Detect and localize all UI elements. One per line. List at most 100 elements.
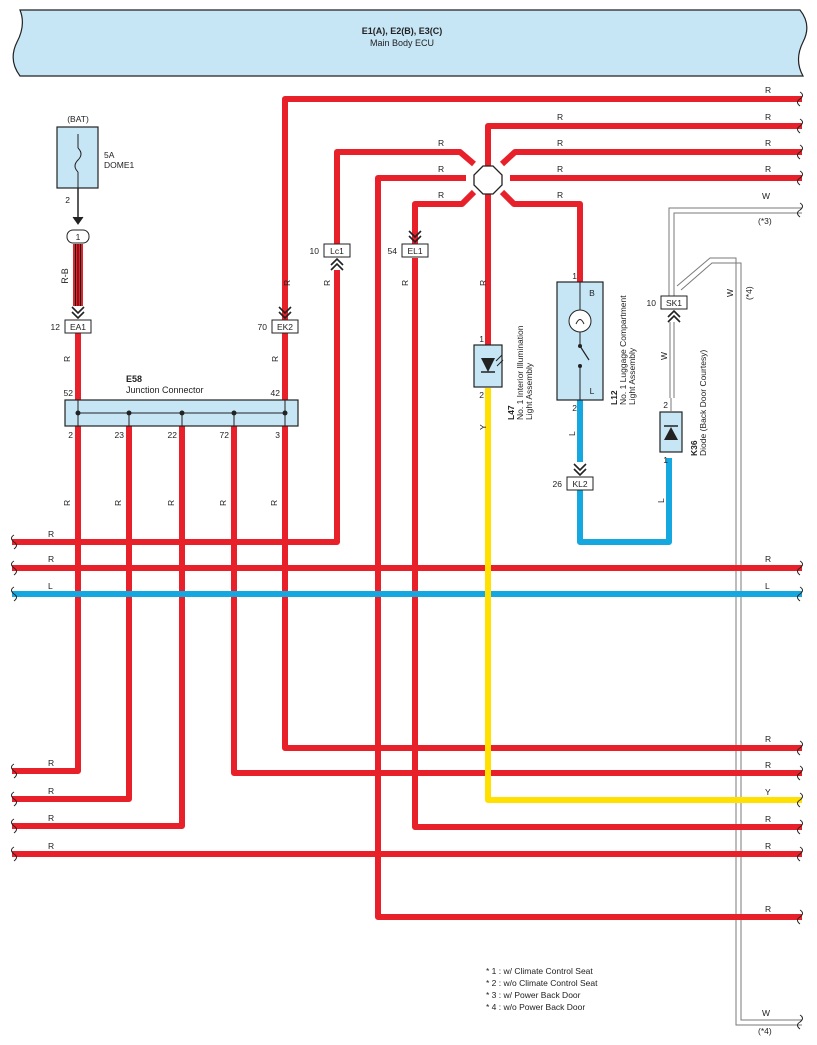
junction-code: E58 bbox=[126, 374, 142, 384]
chevron-down-icon bbox=[278, 306, 292, 320]
l12-code: L12 bbox=[609, 390, 619, 405]
chevron-down-icon bbox=[573, 463, 587, 477]
wire-label: R bbox=[48, 554, 54, 564]
chevron-up-icon bbox=[667, 309, 681, 323]
l47-name-line1: No. 1 Interior Illumination bbox=[515, 325, 525, 420]
wire-label: L bbox=[567, 431, 577, 436]
l47-code: L47 bbox=[506, 405, 516, 420]
connector-ea1: EA1 12 bbox=[51, 306, 92, 334]
l47-interior-light: 1 2 L47 No. 1 Interior Illumination Ligh… bbox=[473, 325, 534, 420]
wire-label: R bbox=[282, 280, 292, 286]
l12-pin-bottom: 2 bbox=[572, 403, 577, 413]
junction-bottom-pin: 2 bbox=[68, 430, 73, 440]
chevron-up-icon bbox=[330, 257, 344, 271]
wire-label: R bbox=[62, 500, 72, 506]
yellow-wire bbox=[485, 388, 802, 803]
fuse-icon bbox=[74, 147, 82, 173]
wire-label: R bbox=[48, 813, 54, 823]
connector-kl2: KL2 26 bbox=[553, 463, 594, 491]
led-icon bbox=[481, 358, 495, 372]
l12-name-line2: Light Assembly bbox=[627, 347, 637, 405]
connector-lc1: Lc1 10 bbox=[310, 243, 351, 271]
wire-label: L bbox=[656, 498, 666, 503]
wire-label: W bbox=[762, 191, 770, 201]
sk1-name: SK1 bbox=[666, 298, 682, 308]
wire-label: R bbox=[765, 85, 771, 95]
red-wires bbox=[12, 96, 802, 920]
wire-label: W bbox=[659, 352, 669, 360]
l12-terminal-b: B bbox=[589, 288, 595, 298]
wire-label: R bbox=[400, 280, 410, 286]
wire-label: R bbox=[48, 841, 54, 851]
wire-label: W bbox=[762, 1008, 770, 1018]
wire-label: R bbox=[765, 760, 771, 770]
l12-name-line1: No. 1 Luggage Compartment bbox=[618, 295, 628, 405]
junction-top-pin: 52 bbox=[64, 388, 74, 398]
fuse-pin: 2 bbox=[65, 195, 70, 205]
fuse-splice bbox=[66, 229, 90, 244]
footnote: * 3 : w/ Power Back Door bbox=[486, 990, 581, 1000]
wire-note: (*4) bbox=[758, 1026, 772, 1036]
el1-pin: 54 bbox=[388, 246, 398, 256]
wire-label: R bbox=[765, 904, 771, 914]
branch-splice bbox=[473, 165, 503, 195]
wire-label: Y bbox=[478, 424, 488, 430]
lc1-name: Lc1 bbox=[330, 246, 344, 256]
wire-label: R bbox=[557, 112, 563, 122]
wire-label: R bbox=[438, 164, 444, 174]
right-break-marks bbox=[797, 91, 803, 1030]
bulb-icon bbox=[568, 309, 592, 333]
ek2-name: EK2 bbox=[277, 322, 293, 332]
white-wires bbox=[668, 207, 802, 1026]
junction-name: Junction Connector bbox=[126, 385, 204, 395]
k36-name: Diode (Back Door Courtesy) bbox=[698, 350, 708, 456]
wire-label: R bbox=[557, 138, 563, 148]
wire-label: R bbox=[765, 734, 771, 744]
switch-icon bbox=[579, 345, 590, 361]
wire-label: R bbox=[48, 758, 54, 768]
l12-terminal-l: L bbox=[590, 386, 595, 396]
junction-bottom-pin: 72 bbox=[220, 430, 230, 440]
wire-label: L bbox=[48, 581, 53, 591]
chevron-down-icon bbox=[71, 306, 85, 320]
footnote: * 4 : w/o Power Back Door bbox=[486, 1002, 585, 1012]
wire-label: L bbox=[765, 581, 770, 591]
wire-label: R bbox=[765, 112, 771, 122]
fuse-source: (BAT) bbox=[67, 114, 89, 124]
junction-bottom-pin: 3 bbox=[275, 430, 280, 440]
k36-diode: 2 1 K36 Diode (Back Door Courtesy) bbox=[659, 350, 708, 465]
wire-label: R bbox=[62, 356, 72, 362]
chevron-down-icon bbox=[408, 230, 422, 244]
left-break-marks bbox=[11, 534, 17, 862]
fuse-splice-label: 1 bbox=[76, 232, 81, 242]
k36-pin-top: 2 bbox=[663, 400, 668, 410]
wire-label: R bbox=[269, 500, 279, 506]
kl2-pin: 26 bbox=[553, 479, 563, 489]
fuse-name: DOME1 bbox=[104, 160, 135, 170]
wire-label: R bbox=[48, 529, 54, 539]
wire-label: R bbox=[218, 500, 228, 506]
ecu-name: Main Body ECU bbox=[370, 38, 434, 48]
connector-el1: EL1 54 bbox=[388, 230, 429, 258]
wire-label: R bbox=[557, 190, 563, 200]
wire-label: R bbox=[557, 164, 563, 174]
connector-ek2: EK2 70 bbox=[258, 306, 299, 334]
junction-bottom-pin: 22 bbox=[168, 430, 178, 440]
wire-label: R bbox=[48, 786, 54, 796]
wire-labels: R R R R R R R R R R R W (*3) (*4) W W R … bbox=[48, 85, 772, 1036]
junction-top-pin: 42 bbox=[271, 388, 281, 398]
wire-note: (*3) bbox=[758, 216, 772, 226]
sk1-pin: 10 bbox=[647, 298, 657, 308]
wire-label: R bbox=[765, 814, 771, 824]
arrow-down-icon bbox=[72, 216, 84, 225]
kl2-name: KL2 bbox=[572, 479, 587, 489]
wire-label: R bbox=[765, 164, 771, 174]
wire-label: R bbox=[270, 356, 280, 362]
rb-wire-label: R-B bbox=[60, 268, 70, 284]
fuse-dome1: (BAT) 5A DOME1 2 1 R-B bbox=[56, 114, 135, 284]
l47-name-line2: Light Assembly bbox=[524, 362, 534, 420]
el1-name: EL1 bbox=[407, 246, 422, 256]
k36-code: K36 bbox=[689, 440, 699, 456]
blue-wires bbox=[12, 400, 802, 597]
